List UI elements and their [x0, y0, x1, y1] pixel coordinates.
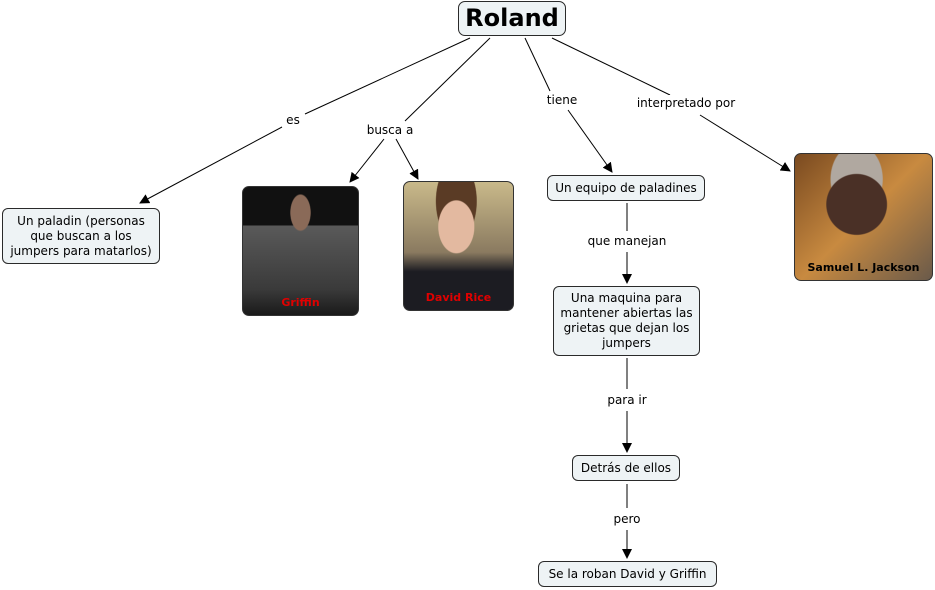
caption-david-rice: David Rice — [425, 291, 492, 304]
image-griffin[interactable]: Griffin — [242, 186, 359, 316]
link-label-tiene[interactable]: tiene — [544, 92, 580, 108]
concept-detras[interactable]: Detrás de ellos — [572, 455, 680, 481]
caption-griffin: Griffin — [281, 296, 320, 309]
concept-roban[interactable]: Se la roban David y Griffin — [538, 561, 717, 587]
concept-paladin[interactable]: Un paladin (personas que buscan a los ju… — [2, 208, 160, 264]
concept-maquina[interactable]: Una maquina para mantener abiertas las g… — [553, 286, 700, 356]
link-label-para-ir[interactable]: para ir — [605, 392, 649, 408]
link-label-que-manejan[interactable]: que manejan — [585, 233, 669, 249]
link-label-pero[interactable]: pero — [611, 511, 643, 527]
image-david-rice[interactable]: David Rice — [403, 181, 514, 311]
link-label-es[interactable]: es — [284, 112, 302, 128]
link-label-busca-a[interactable]: busca a — [364, 122, 416, 138]
caption-samuel-l-jackson: Samuel L. Jackson — [807, 261, 920, 274]
concept-equipo[interactable]: Un equipo de paladines — [547, 175, 705, 201]
image-samuel-l-jackson[interactable]: Samuel L. Jackson — [794, 153, 933, 281]
root-concept-roland[interactable]: Roland — [458, 1, 566, 36]
link-label-interpretado-por[interactable]: interpretado por — [634, 95, 738, 111]
